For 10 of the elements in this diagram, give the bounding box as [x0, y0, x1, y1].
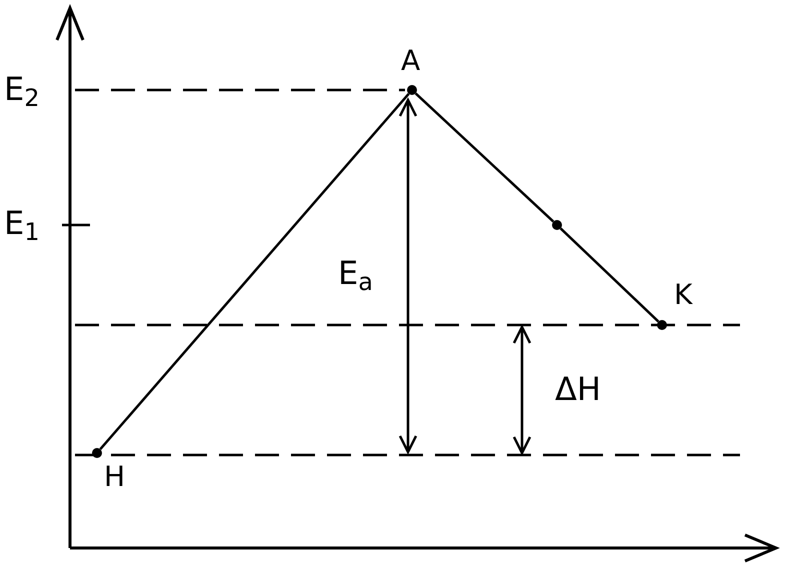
point-label: K: [674, 280, 692, 310]
profile-line: [414, 92, 554, 222]
energy-level-label: E$_{1}$: [4, 206, 40, 240]
point-label: A: [401, 46, 420, 76]
enthalpy-change-label: ΔH: [555, 372, 601, 406]
profile-line: [560, 228, 660, 322]
point-label: H: [104, 462, 126, 492]
profile-line: [99, 92, 410, 450]
energy-level-label: E$_{2}$: [4, 72, 40, 106]
activation-energy-label: E$_{a}$: [338, 256, 373, 290]
